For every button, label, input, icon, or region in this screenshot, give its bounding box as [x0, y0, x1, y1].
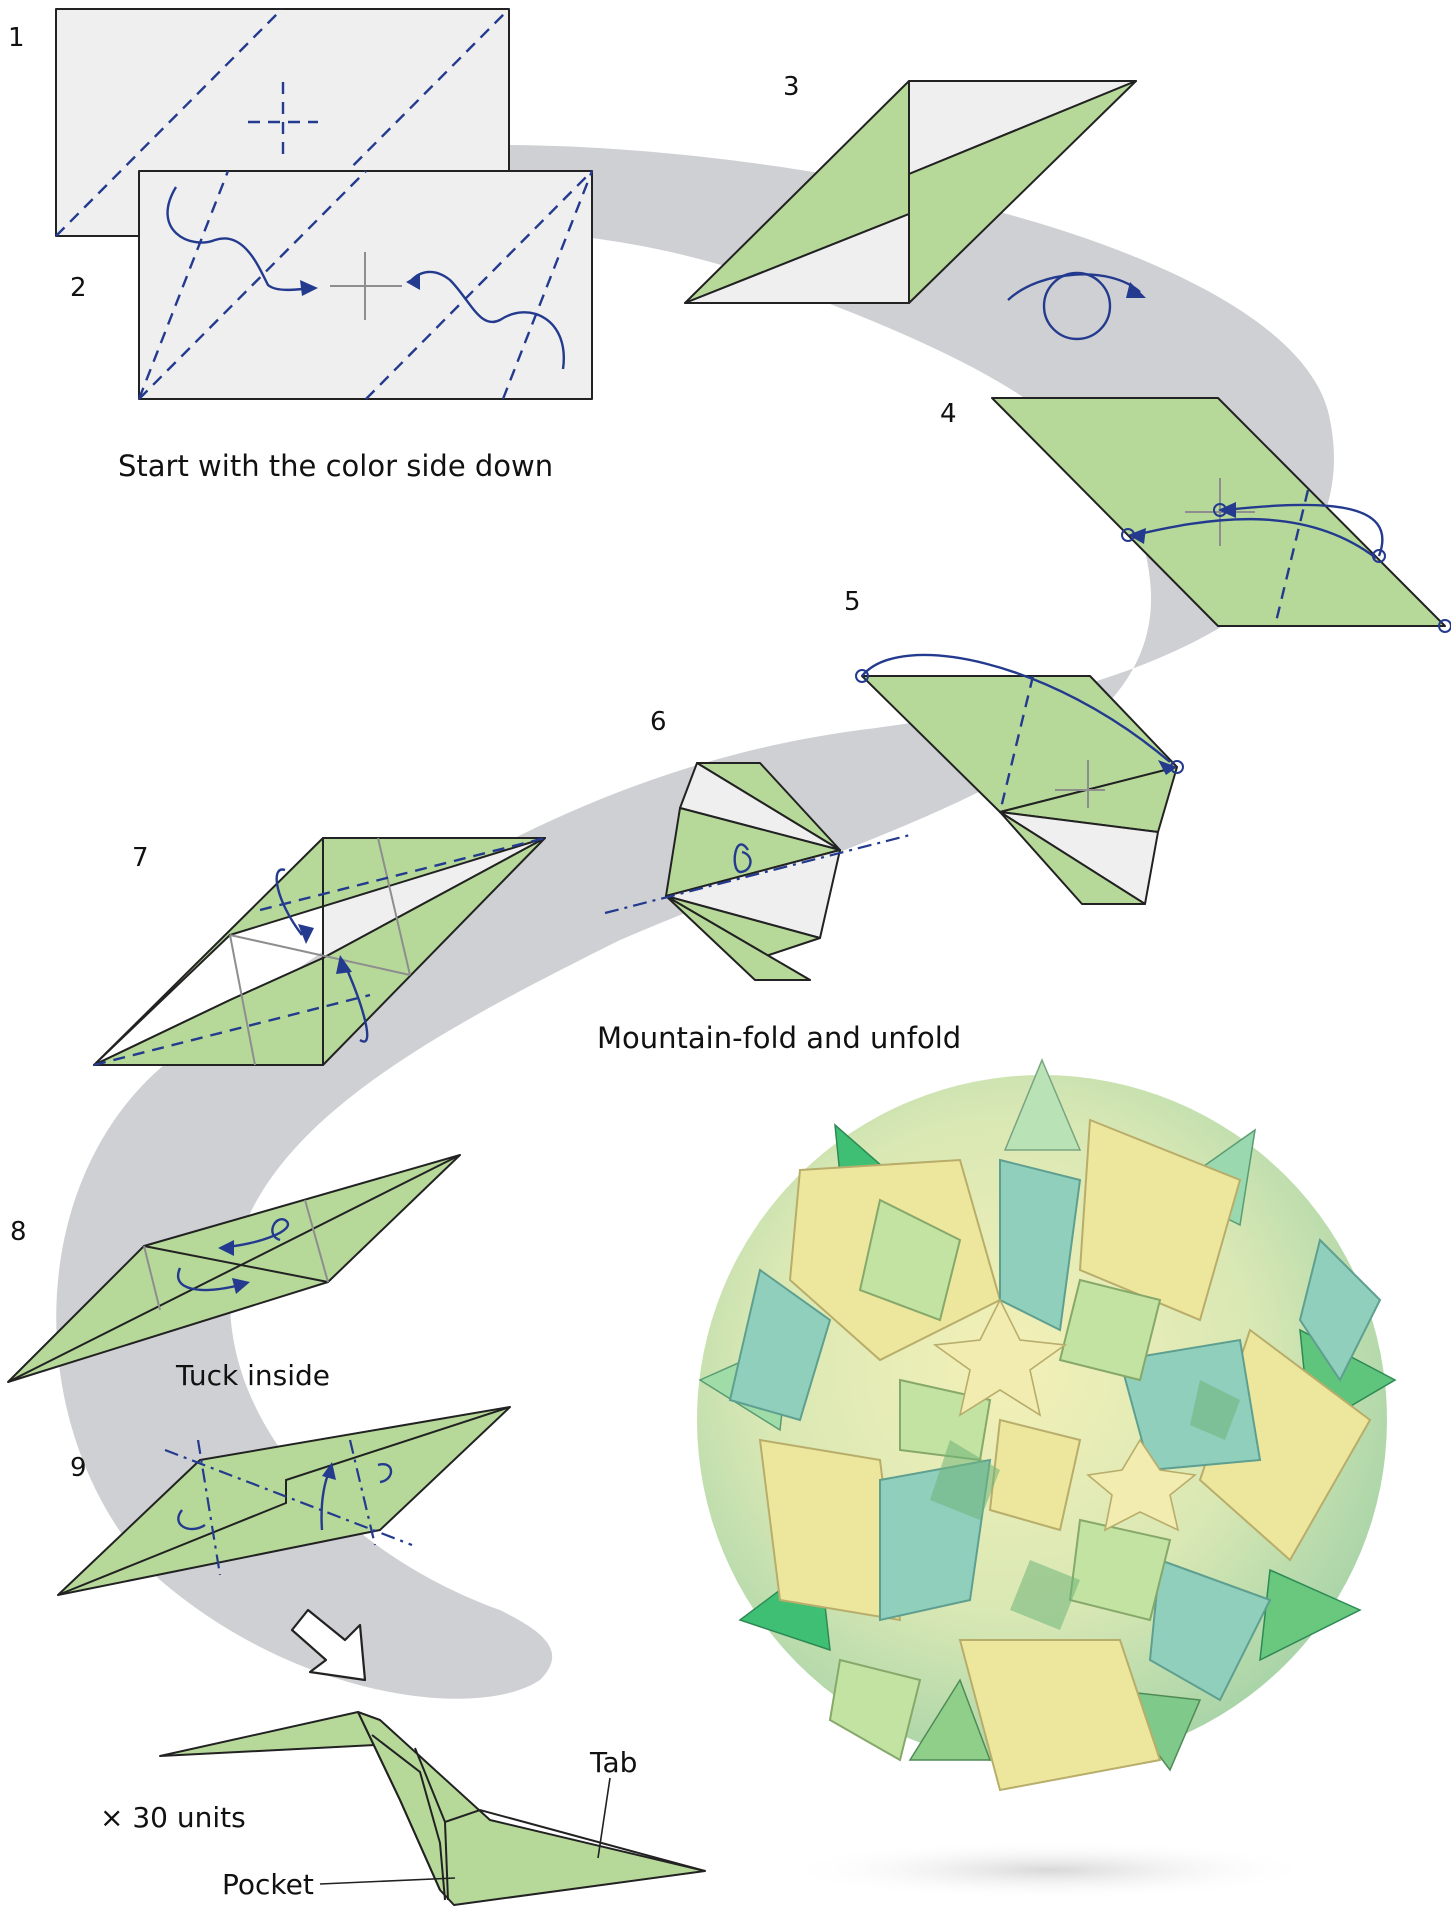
- step-number: 8: [10, 1217, 27, 1247]
- arrowhead: [218, 1240, 234, 1256]
- valley-fold-line: [137, 170, 230, 400]
- valley-fold-line: [93, 993, 371, 1067]
- step-number: 1: [8, 23, 25, 53]
- step-number: 5: [844, 587, 861, 617]
- paper-face: [999, 811, 1146, 905]
- fold-arrow: [275, 868, 303, 936]
- square-sheet: [138, 170, 593, 400]
- valley-fold-line: [282, 8, 510, 237]
- reference-point: [1170, 760, 1184, 774]
- paper-edge: [7, 1154, 461, 1383]
- crease-line: [229, 934, 411, 976]
- fold-arrow: [861, 653, 1171, 763]
- step-number: 6: [650, 707, 667, 737]
- step-number: 2: [70, 273, 87, 303]
- crease-line: [143, 1245, 161, 1311]
- step-number: 3: [783, 72, 800, 102]
- valley-fold-line: [259, 836, 546, 912]
- paper-face: [93, 957, 324, 1066]
- fold-arrow: [166, 186, 313, 292]
- arrowhead: [1158, 760, 1177, 775]
- crease-line: [304, 1199, 329, 1283]
- caption-start: Start with the color side down: [118, 449, 553, 483]
- valley-fold-line: [1273, 489, 1310, 627]
- arrowhead: [298, 924, 314, 944]
- pocket-leader: [319, 1877, 456, 1885]
- step-9: 9: [57, 1406, 511, 1596]
- step-6: 6: [604, 707, 911, 981]
- turn-over-symbol: [1007, 271, 1146, 341]
- star-centers: [932, 1298, 1197, 1532]
- unit-body: [357, 1711, 706, 1906]
- step-7: 7: [93, 836, 546, 1067]
- yellow-modules: [758, 1118, 1372, 1792]
- step-2: 2: [70, 170, 594, 400]
- reference-point: [1121, 528, 1135, 542]
- green-modules: [828, 1198, 1172, 1762]
- fold-arrow: [1134, 517, 1377, 559]
- ball-openings: [930, 1380, 1240, 1630]
- tab-leader: [597, 1777, 611, 1859]
- reference-point: [855, 669, 869, 683]
- step-4: 4: [940, 397, 1451, 633]
- caption-mountain-fold: Mountain-fold and unfold: [597, 1021, 961, 1055]
- valley-fold-line: [501, 170, 594, 400]
- tuck-arrow: [176, 1267, 241, 1292]
- reference-point: [1372, 549, 1386, 563]
- fold-arrow: [1224, 503, 1384, 557]
- valley-fold-line: [998, 675, 1035, 813]
- valley-fold-line: [138, 170, 367, 400]
- pocket-label: Pocket: [222, 1868, 314, 1901]
- result-arrow: [290, 1608, 367, 1682]
- paper-edge: [143, 1245, 329, 1283]
- crease-line: [377, 837, 411, 976]
- step-5: 5: [844, 587, 1184, 905]
- step-8: 8: [7, 1154, 461, 1383]
- aqua-modules: [728, 1158, 1382, 1702]
- step-3: 3: [684, 72, 1137, 304]
- crease-line: [229, 934, 256, 1066]
- step-number: 4: [940, 399, 957, 429]
- unit-wing: [159, 1711, 376, 1757]
- unit-fold-line: [357, 1711, 441, 1891]
- reference-point: [1213, 503, 1227, 517]
- step-number: 7: [132, 843, 149, 873]
- arrowhead: [336, 955, 352, 974]
- reference-point: [1438, 619, 1451, 633]
- arrowhead: [1128, 528, 1146, 544]
- kusudama-photo: [697, 1058, 1397, 1900]
- valley-fold-line: [365, 170, 593, 400]
- paper-edge: [57, 1406, 511, 1596]
- final-unit: Tab Pocket × 30 units: [100, 1711, 706, 1906]
- unit-fold-line: [444, 1821, 449, 1901]
- mountain-fold-line: [348, 1439, 377, 1546]
- unit-fold-line: [414, 1747, 706, 1872]
- fold-arrow: [377, 1463, 393, 1484]
- paper-face: [665, 895, 811, 981]
- caption-tuck: Tuck inside: [175, 1359, 330, 1392]
- mountain-fold-line: [196, 1439, 222, 1576]
- unit-fold-line: [371, 1734, 446, 1901]
- mountain-fold-line: [604, 833, 911, 915]
- fold-arrow: [409, 270, 566, 370]
- tab-label: Tab: [589, 1746, 637, 1779]
- fold-arrow: [343, 964, 369, 1043]
- fold-arrow: [733, 843, 752, 874]
- unit-count: × 30 units: [100, 1801, 246, 1834]
- arrowhead: [300, 280, 318, 296]
- arrowhead: [232, 1278, 250, 1294]
- step-number: 9: [70, 1453, 87, 1483]
- valley-fold-line: [55, 8, 283, 237]
- arrowhead: [322, 1462, 336, 1480]
- tuck-arrow: [224, 1218, 289, 1249]
- arrowhead: [406, 274, 420, 290]
- fold-arrow: [177, 1509, 206, 1531]
